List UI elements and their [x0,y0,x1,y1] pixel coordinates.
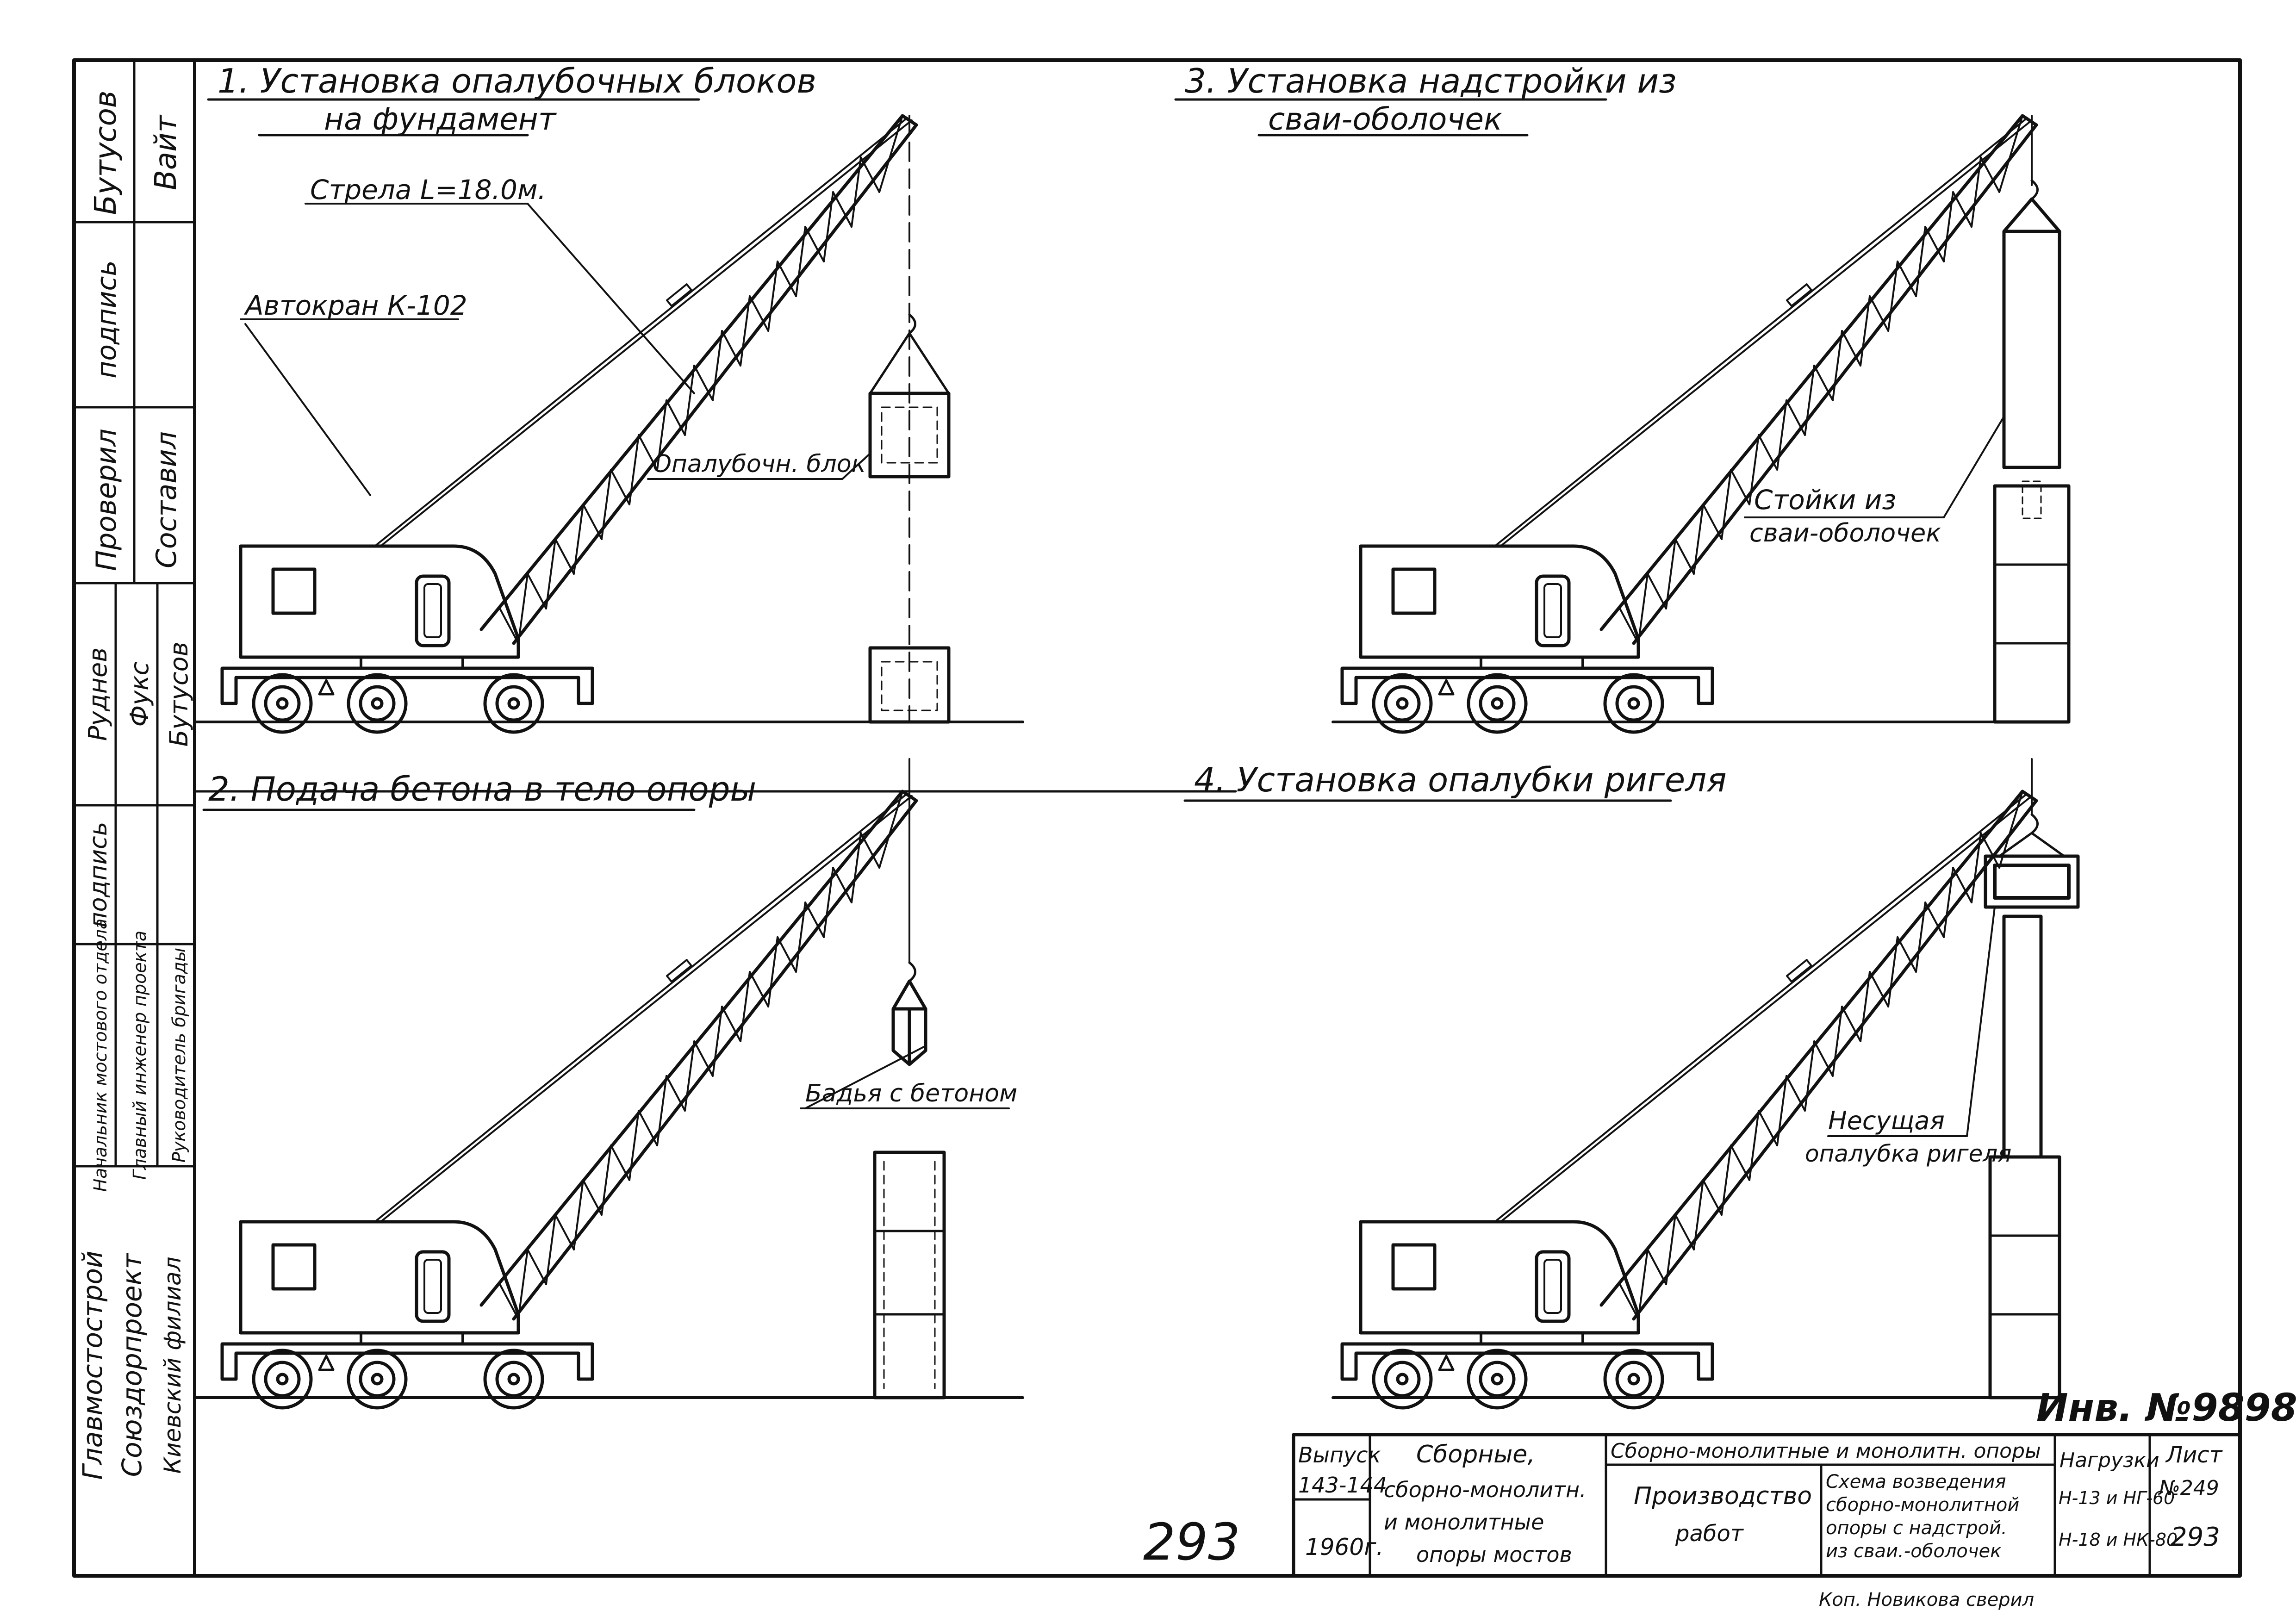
stamp-vait: Вайт [149,114,183,190]
handwritten-page-number: 293 [1143,1512,1240,1572]
year: 1960г. [1305,1534,1383,1561]
stamp-title-2: Главный инженер проекта [130,931,150,1180]
scheme-line3: опоры с надстрой. [1826,1517,2007,1539]
callout-girder-line2: опалубка ригеля [1805,1140,2011,1167]
series-line3: и монолитные [1384,1510,1544,1535]
series-line1: Сборные, [1416,1441,1535,1468]
stamp-title-3: Руководитель бригады [169,948,189,1163]
page-number: 293 [2171,1522,2220,1552]
series-line4: опоры мостов [1416,1542,1572,1567]
sheet-label: Лист [2165,1442,2223,1468]
stamp-bytusov-2: Бутусов [164,642,193,747]
panel-2-title: 2. Подача бетона в тело опоры [208,770,756,808]
panel-3-title-line2: сваи-оболочек [1268,101,1502,137]
callout-boom: Стрела L=18.0м. [310,174,546,205]
stamp-title-1: Начальник мостового отдела [90,919,111,1192]
panel-2: 2. Подача бетона в тело опоры Бадья с бе… [193,758,1024,1408]
issue-number: 143-144 [1298,1473,1387,1498]
stamp-org-1: Главмостострой [77,1250,108,1480]
loads-label: Нагрузки [2060,1449,2159,1472]
scheme-line1: Схема возведения [1826,1471,2006,1492]
panel-1-title-line2: на фундамент [324,101,557,137]
side-stamp: Бутусов Вайт подпись Проверил Составил Р… [73,59,196,1480]
sheet-frame [72,58,2242,1578]
footer-signature: Коп. Новикова сверил [1819,1589,2034,1611]
panel-1-title-line1: 1. Установка опалубочных блоков [218,62,816,100]
stamp-rudnev: Руднев [83,647,112,741]
stamp-checked: Проверил [90,429,123,571]
title-block: Инв. №9898 Выпуск 143-144 1960г. Сборные… [1292,1386,2296,1578]
header-line: Сборно-монолитные и монолитн. опоры [1611,1439,2041,1463]
panel-3: 3. Установка надстройки из сваи-оболочек… [1174,62,2071,732]
panel-3-crane [1342,116,2036,732]
callout-formwork-block: Опалубочн. блок [653,450,866,478]
series-line2: сборно-монолитн. [1384,1477,1587,1502]
section-line1: Производство [1634,1482,1812,1510]
stamp-fuks: Фукс [125,662,154,727]
callout-posts-line1: Стойки из [1754,484,1896,516]
panel-1-crane [222,116,916,732]
loads-line2: Н-18 и НК-80 [2059,1530,2178,1550]
stamp-compiled: Составил [150,431,183,568]
stamp-sign-1: подпись [91,260,122,378]
scheme-line2: сборно-монолитной [1826,1494,2019,1516]
stamp-sign-2: подпись [85,822,112,928]
callout-girder-line1: Несущая [1828,1106,1945,1135]
section-line2: работ [1675,1521,1744,1547]
panel-1: 1. Установка опалубочных блоков на фунда… [193,62,1024,732]
callout-bucket: Бадья с бетоном [805,1080,1017,1107]
panel-4-crane [1342,791,2036,1408]
stamp-bytusov: Бутусов [89,91,123,215]
inventory-number: Инв. №9898 [2036,1386,2296,1430]
callout-posts-line2: сваи-оболочек [1749,518,1941,547]
scheme-line4: из сваи.-оболочек [1826,1541,2001,1562]
sheet-number: №249 [2158,1476,2219,1500]
loads-line1: Н-13 и НГ-60 [2059,1488,2175,1508]
panel-4-title: 4. Установка опалубки ригеля [1194,760,1727,799]
stamp-org-3: Киевский филиал [159,1256,186,1474]
callout-crane: Автокран К-102 [243,290,467,321]
panel-4: 4. Установка опалубки ригеля Несущая опа… [1183,758,2080,1408]
stamp-org-2: Союздорпроект [116,1252,148,1477]
panel-3-title-line1: 3. Установка надстройки из [1185,62,1676,100]
issue-label: Выпуск [1298,1443,1381,1468]
